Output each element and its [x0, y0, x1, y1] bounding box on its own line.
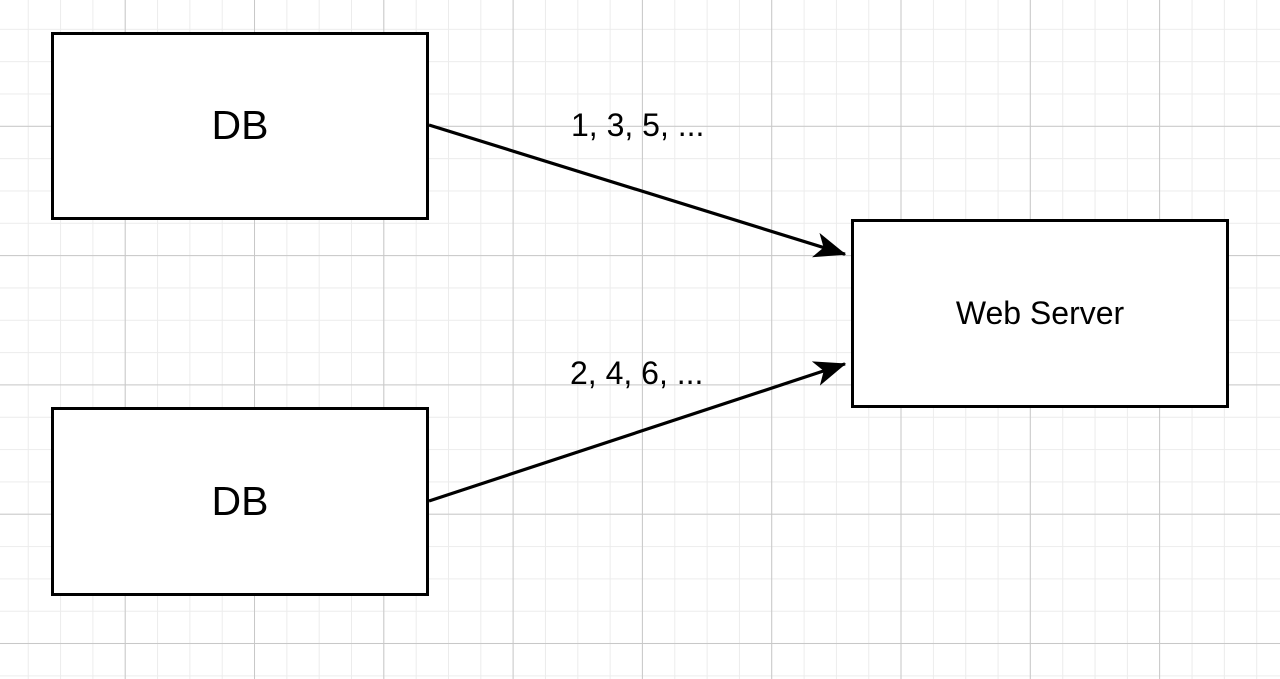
node-db-primary[interactable]: DB	[51, 32, 429, 220]
edge-label-odd[interactable]: 1, 3, 5, ...	[571, 107, 705, 143]
node-web-server[interactable]: Web Server	[851, 219, 1229, 408]
edge-odd-line[interactable]	[428, 123, 847, 258]
edge-label-even[interactable]: 2, 4, 6, ...	[570, 355, 704, 391]
node-db-secondary-label: DB	[211, 477, 269, 524]
node-web-server-label: Web Server	[955, 294, 1125, 331]
node-db-secondary[interactable]: DB	[51, 407, 429, 596]
node-db-primary-label: DB	[211, 102, 269, 149]
